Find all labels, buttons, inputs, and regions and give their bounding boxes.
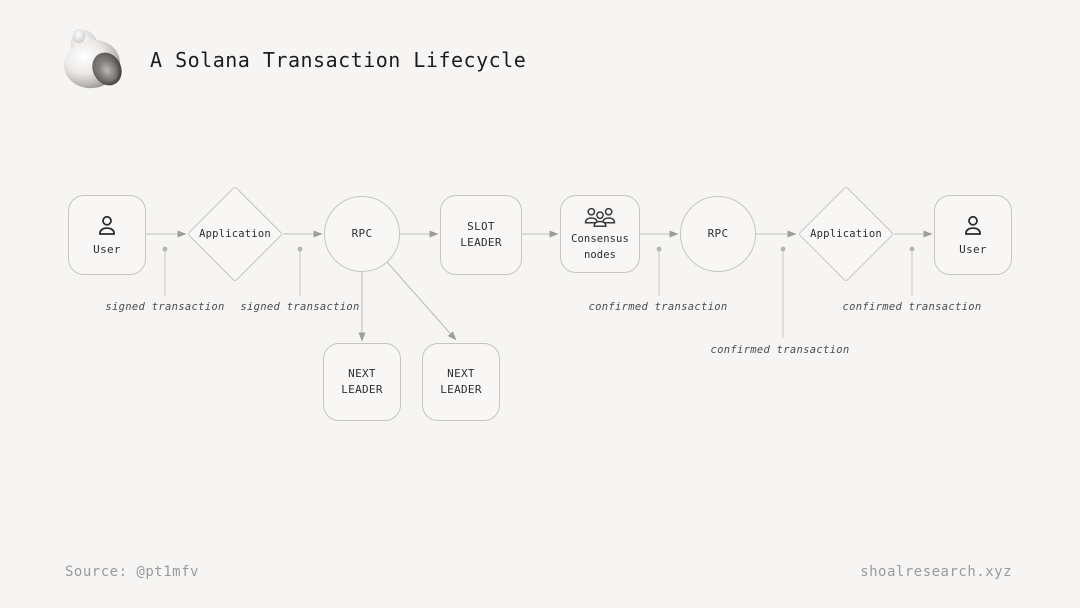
leader-dot <box>297 246 303 252</box>
node-label: NEXT LEADER <box>440 367 482 396</box>
node-label: SLOT LEADER <box>460 220 502 249</box>
node-user-2: User <box>934 195 1012 275</box>
annotation-confirmed-transaction-2: confirmed transaction <box>710 344 850 356</box>
person-icon <box>98 215 116 235</box>
node-next-leader-1: NEXT LEADER <box>323 343 401 421</box>
node-label: User <box>959 242 987 256</box>
header: A Solana Transaction Lifecycle <box>62 26 526 94</box>
annotation-signed-transaction-1: signed transaction <box>105 301 225 313</box>
node-rpc-2: RPC <box>680 196 756 272</box>
annotation-confirmed-transaction-1: confirmed transaction <box>588 301 728 313</box>
node-user-1: User <box>68 195 146 275</box>
node-consensus-nodes: Consensus nodes <box>560 195 640 273</box>
arrow-rpc1-next-leader2 <box>386 261 457 341</box>
node-application-2: Application <box>797 185 895 283</box>
node-label: RPC <box>351 227 373 241</box>
node-label: Consensus nodes <box>571 233 629 261</box>
person-icon <box>964 215 982 235</box>
site-url: shoalresearch.xyz <box>860 564 1012 580</box>
node-label: Application <box>810 228 882 240</box>
node-label: Application <box>199 228 271 240</box>
node-slot-leader: SLOT LEADER <box>440 195 522 275</box>
node-rpc-1: RPC <box>324 196 400 272</box>
people-group-icon <box>584 208 616 228</box>
node-next-leader-2: NEXT LEADER <box>422 343 500 421</box>
node-label: RPC <box>707 227 729 241</box>
page-title: A Solana Transaction Lifecycle <box>150 48 527 72</box>
leader-dot <box>162 246 168 252</box>
annotation-confirmed-transaction-3: confirmed transaction <box>842 301 982 313</box>
leader-dot <box>656 246 662 252</box>
leader-dot <box>909 246 915 252</box>
node-label: User <box>93 242 121 256</box>
node-label: NEXT LEADER <box>341 367 383 396</box>
shell-logo-icon <box>64 29 122 89</box>
leader-dot <box>780 246 786 252</box>
source-credit: Source: @pt1mfv <box>65 564 199 580</box>
annotation-signed-transaction-2: signed transaction <box>240 301 360 313</box>
node-application-1: Application <box>186 185 284 283</box>
